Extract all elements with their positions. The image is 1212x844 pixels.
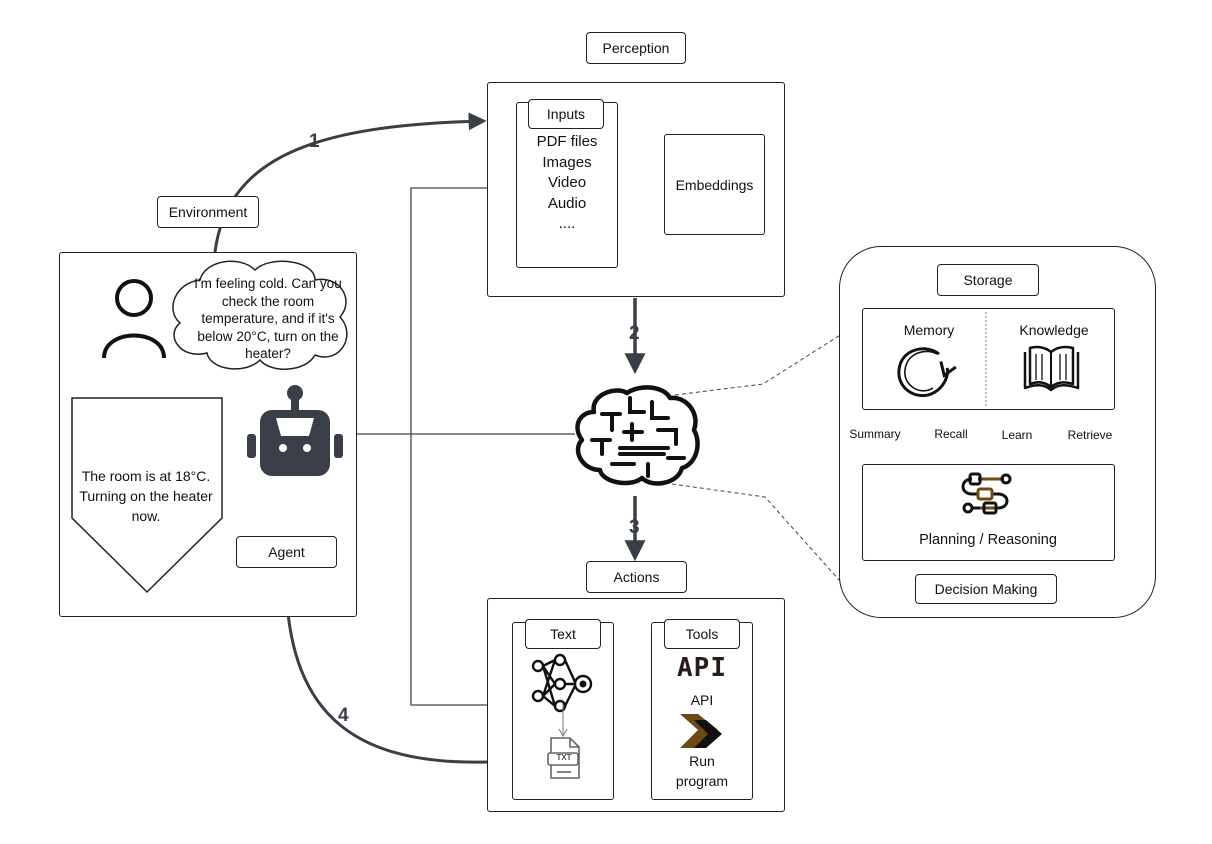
flowchart-icon	[961, 472, 1012, 515]
txt-file-icon	[547, 737, 580, 779]
planning-label: Planning / Reasoning	[919, 532, 1057, 548]
input-item: PDF files	[536, 133, 598, 150]
input-item: ....	[558, 215, 576, 232]
arrow-4	[277, 581, 488, 764]
thought-cloud	[172, 260, 348, 370]
step-4: 4	[338, 705, 349, 726]
agent-label: Agent	[236, 536, 337, 568]
storage-label: Storage	[937, 264, 1039, 296]
summary-label: Summary	[849, 427, 901, 441]
user-bubble-text: I'm feeling cold. Can you check the room…	[194, 276, 342, 361]
run-program-label: Run program	[675, 753, 729, 789]
decision-making-label: Decision Making	[915, 574, 1057, 604]
inputs-box	[516, 102, 618, 268]
book-icon	[1023, 345, 1080, 392]
perception-label: Perception	[586, 32, 686, 64]
bus-line	[410, 187, 487, 706]
environment-label: Environment	[157, 196, 259, 228]
agent-reply-text: The room is at 18°C. Turning on the heat…	[79, 468, 213, 524]
learn-label: Learn	[1001, 428, 1033, 442]
actions-label: Actions	[586, 561, 687, 593]
input-item: Images	[542, 153, 592, 171]
embeddings-label: Embeddings	[675, 176, 754, 193]
tools-label: Tools	[664, 619, 740, 649]
robot-icon	[247, 385, 343, 476]
run-chevron-icon	[680, 714, 722, 748]
input-item: Audio	[547, 194, 587, 212]
embeddings-box: Embeddings	[664, 134, 765, 235]
api-label: API	[690, 692, 714, 708]
zoom-line-top	[674, 331, 846, 396]
knowledge-label: Knowledge	[1019, 322, 1089, 338]
inputs-label: Inputs	[528, 99, 604, 129]
tools-box	[651, 622, 753, 800]
user-icon	[102, 279, 166, 359]
memory-cycle-icon	[897, 347, 957, 398]
text-label: Text	[525, 619, 601, 649]
brain-icon	[575, 385, 700, 486]
text-to-file-arrow	[558, 704, 568, 738]
storage-divider	[985, 312, 987, 406]
neural-network-icon	[531, 653, 593, 713]
retrieve-label: Retrieve	[1067, 428, 1113, 442]
txt-file-label: TXT	[556, 753, 572, 762]
step-2: 2	[629, 323, 640, 344]
api-logo: API	[677, 653, 727, 683]
inputs-list: PDF files Images Video Audio ....	[518, 132, 616, 235]
arrow-1	[213, 112, 487, 253]
recall-label: Recall	[934, 427, 968, 441]
zoom-line-bottom	[671, 483, 849, 591]
reply-shape	[71, 397, 223, 594]
input-item: Video	[547, 174, 587, 191]
step-1: 1	[309, 131, 320, 152]
memory-label: Memory	[903, 322, 955, 338]
step-3: 3	[629, 517, 640, 538]
